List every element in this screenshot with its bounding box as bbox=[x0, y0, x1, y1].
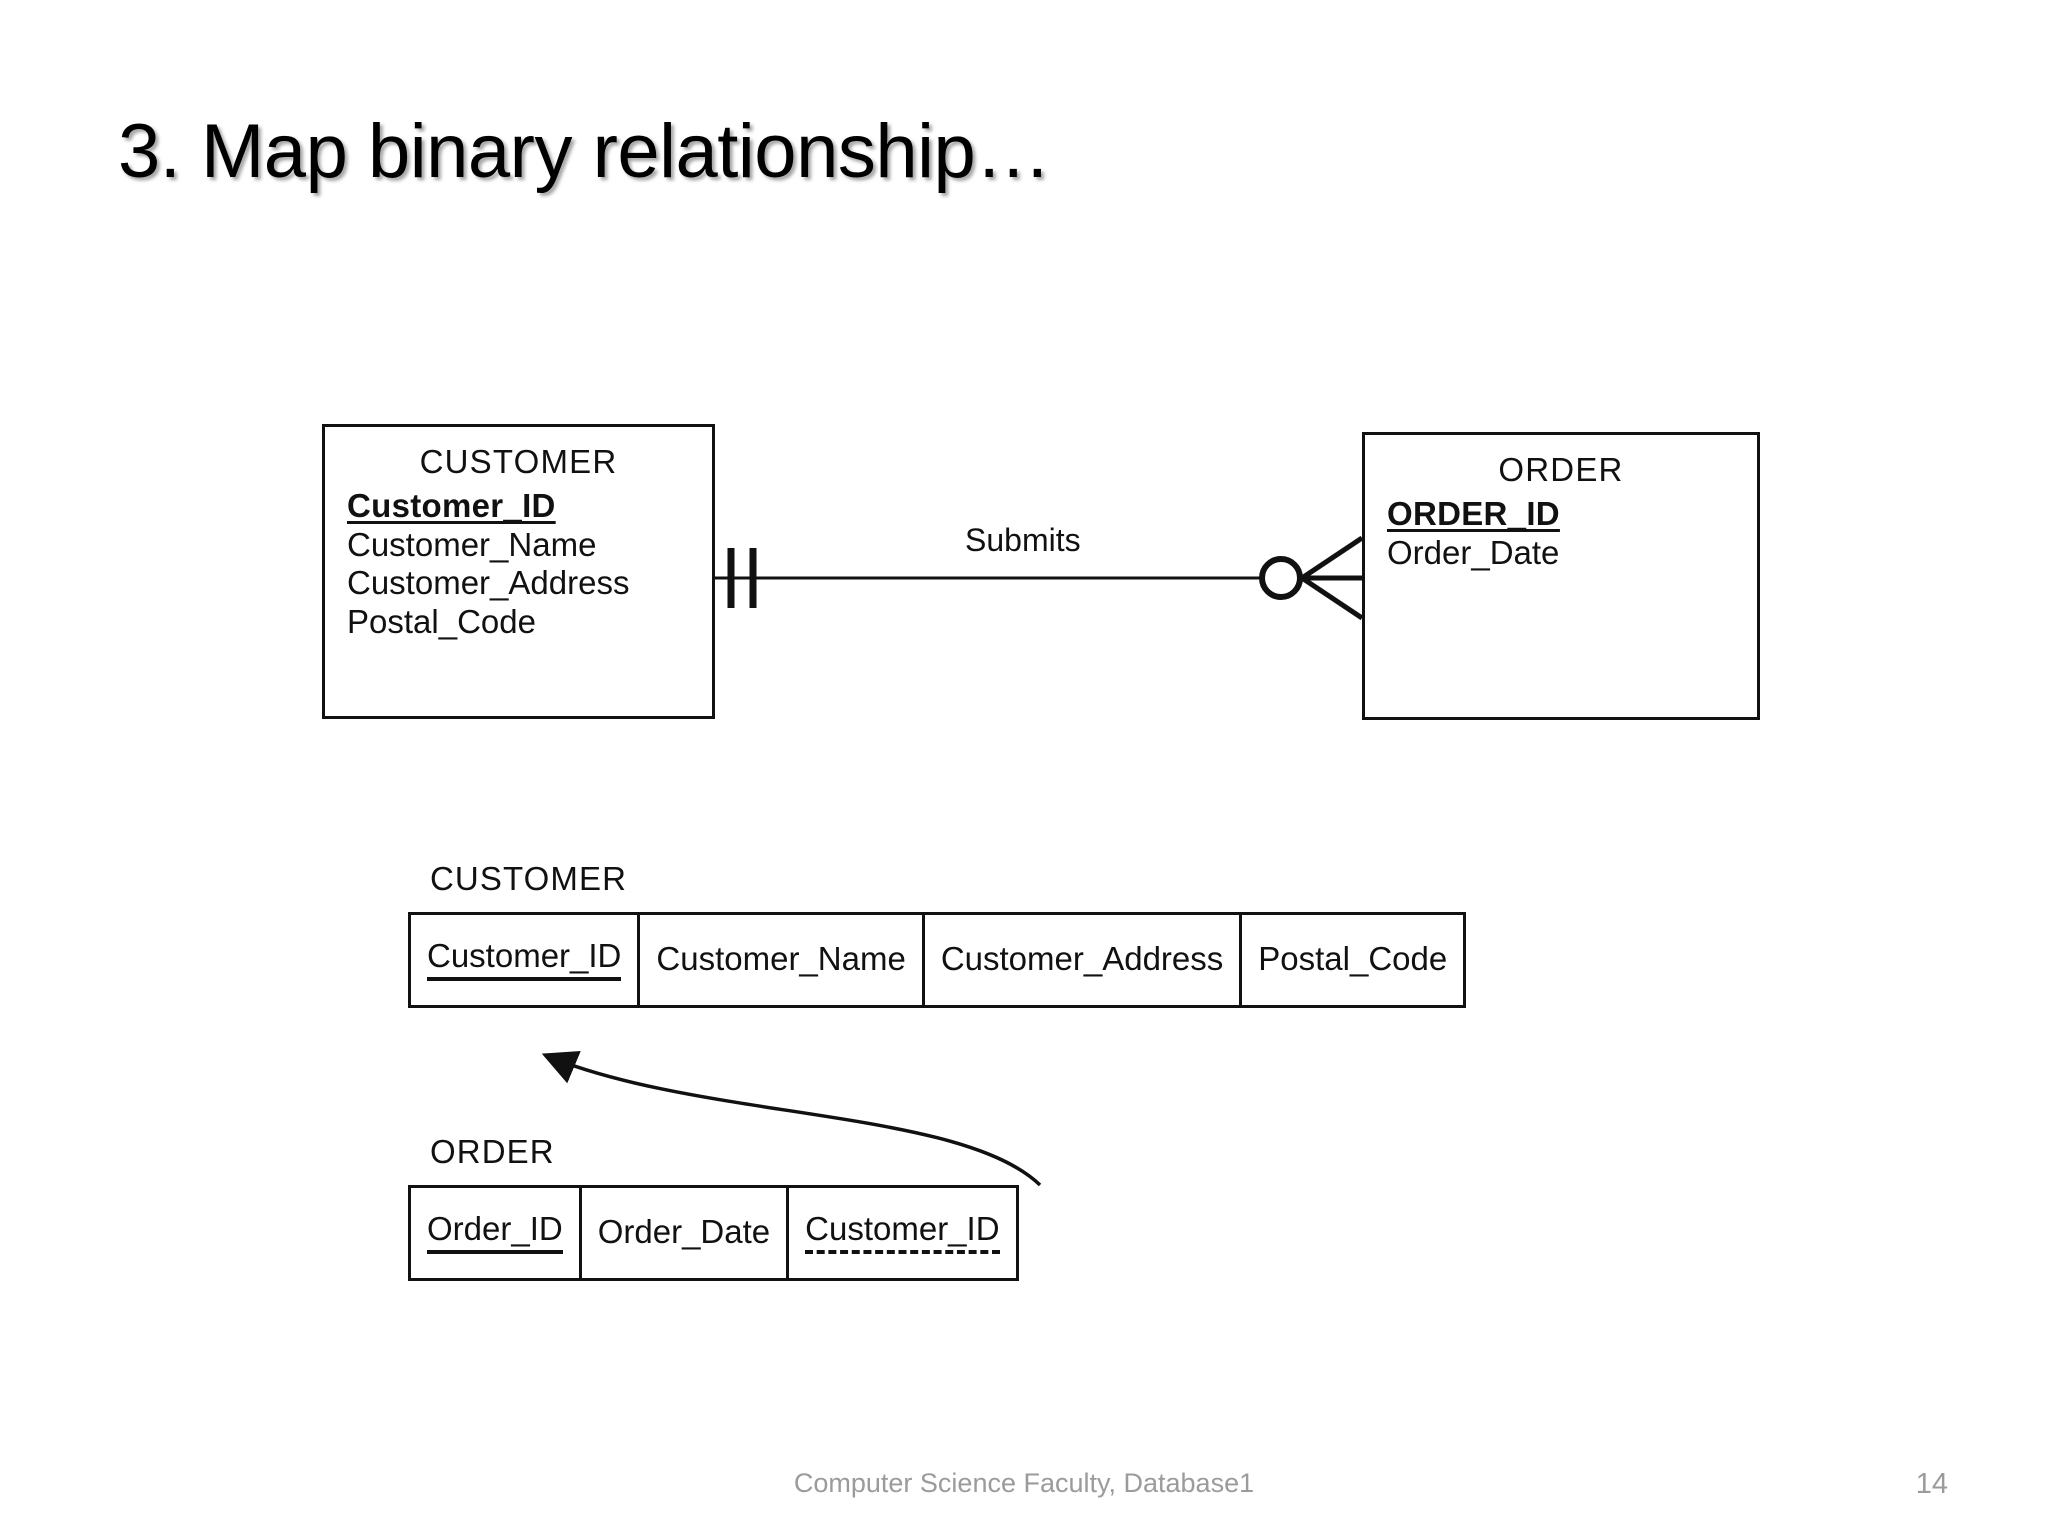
er-attribute-customer-name: Customer_Name bbox=[347, 525, 597, 563]
slide-footer: Computer Science Faculty, Database1 bbox=[793, 1468, 1255, 1498]
relation-column-order-date-label: Order_Date bbox=[597, 1213, 771, 1250]
er-attribute-order-id: ORDER_ID bbox=[1387, 495, 1560, 532]
relation-column-order-date[interactable]: Order_Date bbox=[578, 1185, 790, 1281]
cardinality-optional-circle bbox=[1259, 556, 1303, 600]
er-attribute-postal-code: Postal_Code bbox=[347, 602, 536, 640]
er-entity-customer-attributes: Customer_ID Customer_Name Customer_Addre… bbox=[325, 487, 712, 641]
er-attribute-customer-id: Customer_ID bbox=[347, 487, 556, 524]
relation-column-customer-address[interactable]: Customer_Address bbox=[921, 912, 1243, 1008]
relation-column-customer-name-label: Customer_Name bbox=[656, 940, 906, 977]
relation-column-customer-address-label: Customer_Address bbox=[940, 940, 1224, 977]
relation-column-customer-id-label: Customer_ID bbox=[427, 937, 622, 981]
relation-column-order-id-label: Order_ID bbox=[427, 1210, 563, 1254]
relation-column-order-customer-id-label: Customer_ID bbox=[805, 1210, 1000, 1254]
relation-column-customer-name[interactable]: Customer_Name bbox=[637, 912, 925, 1008]
relation-column-customer-id[interactable]: Customer_ID bbox=[407, 912, 641, 1008]
relation-table-order[interactable]: Order_ID Order_Date Customer_ID bbox=[408, 1185, 1019, 1281]
relation-table-customer[interactable]: Customer_ID Customer_Name Customer_Addre… bbox=[407, 912, 1467, 1008]
relationship-label: Submits bbox=[965, 522, 1081, 558]
relation-column-order-customer-id[interactable]: Customer_ID bbox=[786, 1185, 1019, 1281]
er-entity-order[interactable]: ORDER ORDER_ID Order_Date bbox=[1362, 432, 1760, 720]
table-row: Order_ID Order_Date Customer_ID bbox=[408, 1185, 1019, 1281]
page-title: 3. Map binary relationship… bbox=[118, 109, 1051, 194]
er-attribute-order-date: Order_Date bbox=[1387, 533, 1560, 571]
er-entity-order-attributes: ORDER_ID Order_Date bbox=[1365, 495, 1757, 572]
table-row: Customer_ID Customer_Name Customer_Addre… bbox=[407, 912, 1467, 1008]
er-attribute-customer-address: Customer_Address bbox=[347, 564, 630, 602]
er-entity-customer-title: CUSTOMER bbox=[419, 443, 618, 480]
relation-column-order-id[interactable]: Order_ID bbox=[408, 1185, 582, 1281]
page-number: 14 bbox=[1915, 1468, 1948, 1500]
relation-caption-order: ORDER bbox=[430, 1133, 555, 1170]
er-entity-order-title: ORDER bbox=[1498, 451, 1624, 488]
foreign-key-arrow bbox=[541, 1051, 1042, 1187]
relation-caption-customer: CUSTOMER bbox=[430, 860, 628, 897]
relation-column-postal-code[interactable]: Postal_Code bbox=[1239, 912, 1467, 1008]
crowsfoot-lower bbox=[1300, 575, 1364, 621]
relation-column-postal-code-label: Postal_Code bbox=[1258, 940, 1448, 977]
crowsfoot-upper bbox=[1300, 535, 1364, 581]
er-entity-customer[interactable]: CUSTOMER Customer_ID Customer_Name Custo… bbox=[322, 424, 715, 719]
